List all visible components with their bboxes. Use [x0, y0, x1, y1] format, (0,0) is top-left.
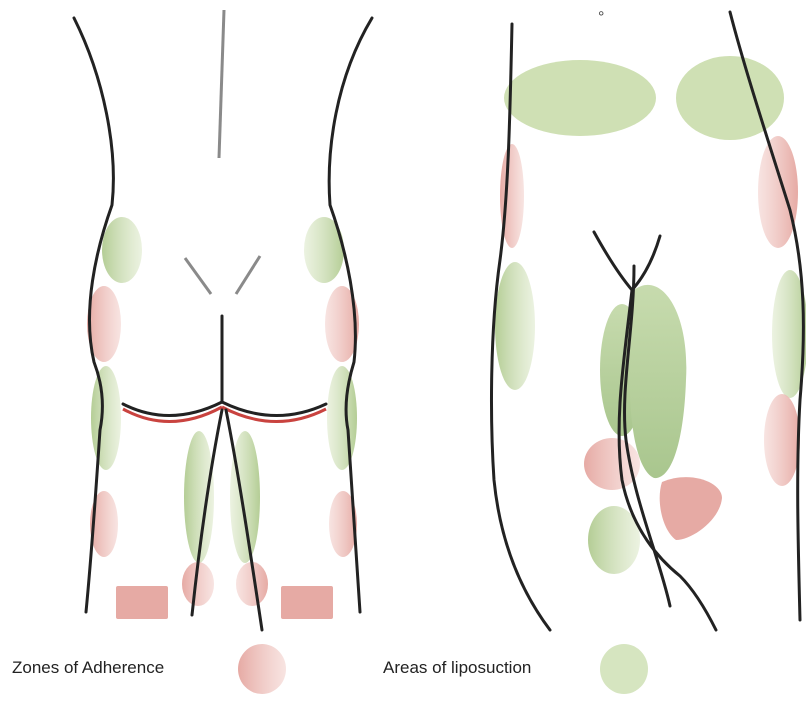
lipo-lateral-hip — [495, 262, 535, 390]
groin-v — [594, 232, 660, 290]
lipo-abdomen-right — [676, 56, 784, 140]
degree-mark: ° — [598, 9, 604, 26]
adherence-upper-lateral-right — [758, 136, 798, 248]
sacral-dimple-left — [185, 258, 211, 294]
posterior-view — [74, 10, 372, 630]
lipo-flank-left — [102, 217, 142, 283]
lipo-lateral-thigh-right — [327, 366, 357, 470]
anterior-view: ° — [492, 9, 806, 630]
sacral-dimple-right — [236, 256, 260, 294]
legend-liposuction-label: Areas of liposuction — [383, 658, 531, 678]
lipo-inner-thigh-lateral — [630, 285, 687, 478]
spine-midline — [219, 10, 224, 158]
lipo-abdomen-left — [504, 60, 656, 136]
adherence-inner-knee-right — [660, 477, 722, 540]
lipo-lateral-thigh-left — [91, 366, 121, 470]
adherence-knee-left — [116, 586, 168, 619]
legend-adherence-label: Zones of Adherence — [12, 658, 164, 678]
adherence-knee-right — [281, 586, 333, 619]
adherence-lower-lateral-right — [764, 394, 800, 486]
legend-adherence-swatch — [238, 644, 286, 694]
legend-liposuction-swatch — [600, 644, 648, 694]
